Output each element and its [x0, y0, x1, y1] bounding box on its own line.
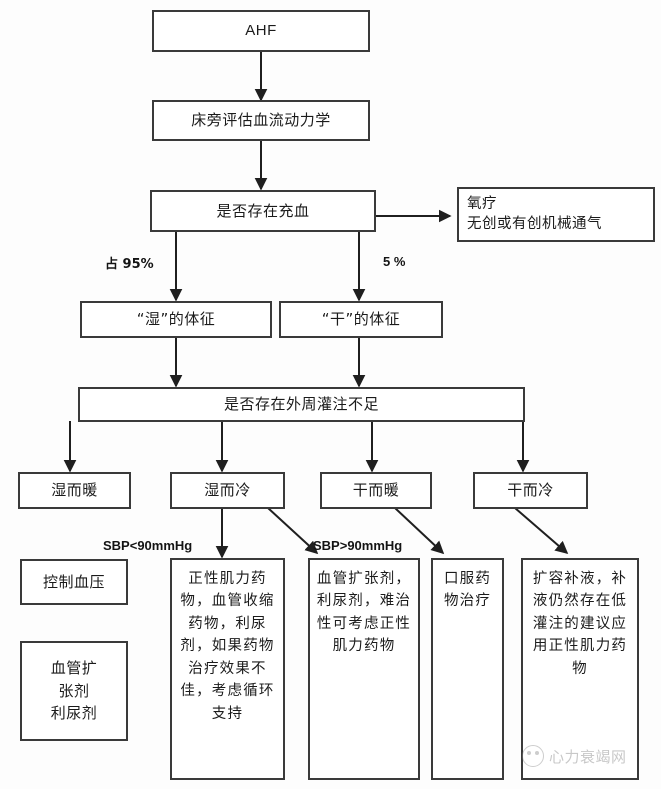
node-inotrope-block[interactable]: 正性肌力药物，血管收缩药物，利尿剂，如果药物治疗效果不佳，考虑循环支持	[170, 558, 285, 780]
node-dry-cold-label: 干而冷	[507, 481, 554, 500]
node-perfusion-check-label: 是否存在外周灌注不足	[223, 395, 379, 414]
node-bedside-assessment-label: 床旁评估血流动力学	[191, 111, 331, 130]
node-dry-signs[interactable]: “干”的体征	[279, 301, 443, 338]
edge-label-sbp-low: SBP<90mmHg	[103, 538, 193, 553]
edge-wet-cold-to-vasodilator	[267, 507, 319, 555]
node-bp-control[interactable]: 控制血压	[20, 559, 128, 605]
node-congestion-check[interactable]: 是否存在充血	[150, 190, 376, 232]
node-inotrope-block-label: 正性肌力药物，血管收缩药物，利尿剂，如果药物治疗效果不佳，考虑循环支持	[180, 571, 275, 722]
node-vasodilator-block-label: 血管扩张剂，利尿剂，难治性可考虑正性肌力药物	[316, 571, 412, 655]
node-oxygen-therapy-label: 氧疗 无创或有创机械通气	[467, 195, 602, 232]
node-ahf[interactable]: AHF	[152, 10, 370, 52]
node-wet-signs[interactable]: “湿”的体征	[80, 301, 272, 338]
node-fluid-block[interactable]: 扩容补液，补液仍然存在低灌注的建议应用正性肌力药物	[521, 558, 639, 780]
node-perfusion-check[interactable]: 是否存在外周灌注不足	[78, 387, 525, 422]
node-wet-cold-label: 湿而冷	[204, 481, 251, 500]
watermark-logo-icon	[522, 745, 544, 767]
node-wet-warm[interactable]: 湿而暖	[18, 472, 131, 509]
node-ahf-label: AHF	[245, 21, 277, 39]
node-vasodilator-block[interactable]: 血管扩张剂，利尿剂，难治性可考虑正性肌力药物	[308, 558, 420, 780]
node-vasodilator-diuretic[interactable]: 血管扩 张剂 利尿剂	[20, 641, 128, 741]
edge-dry-cold-to-fluid	[514, 507, 569, 555]
node-dry-cold[interactable]: 干而冷	[473, 472, 588, 509]
node-dry-warm[interactable]: 干而暖	[320, 472, 432, 509]
node-oral-block[interactable]: 口服药物治疗	[431, 558, 504, 780]
node-vasodilator-diuretic-label: 血管扩 张剂 利尿剂	[50, 659, 98, 723]
node-bedside-assessment[interactable]: 床旁评估血流动力学	[152, 100, 370, 141]
node-congestion-check-label: 是否存在充血	[216, 201, 310, 220]
node-dry-signs-label: “干”的体征	[321, 310, 401, 329]
node-bp-control-label: 控制血压	[42, 572, 105, 591]
watermark: 心力衰竭网	[522, 745, 627, 767]
watermark-text: 心力衰竭网	[549, 747, 627, 766]
node-oxygen-therapy[interactable]: 氧疗 无创或有创机械通气	[457, 187, 655, 242]
edge-label-95-percent: 占 95%	[105, 257, 154, 272]
node-wet-signs-label: “湿”的体征	[136, 310, 216, 329]
edge-label-sbp-high: SBP>90mmHg	[313, 538, 403, 553]
edge-label-5-percent: 5 %	[383, 254, 406, 269]
node-oral-block-label: 口服药物治疗	[443, 571, 492, 610]
node-dry-warm-label: 干而暖	[352, 481, 400, 500]
node-wet-cold[interactable]: 湿而冷	[170, 472, 285, 509]
node-fluid-block-label: 扩容补液，补液仍然存在低灌注的建议应用正性肌力药物	[532, 571, 628, 677]
node-wet-warm-label: 湿而暖	[51, 481, 98, 500]
